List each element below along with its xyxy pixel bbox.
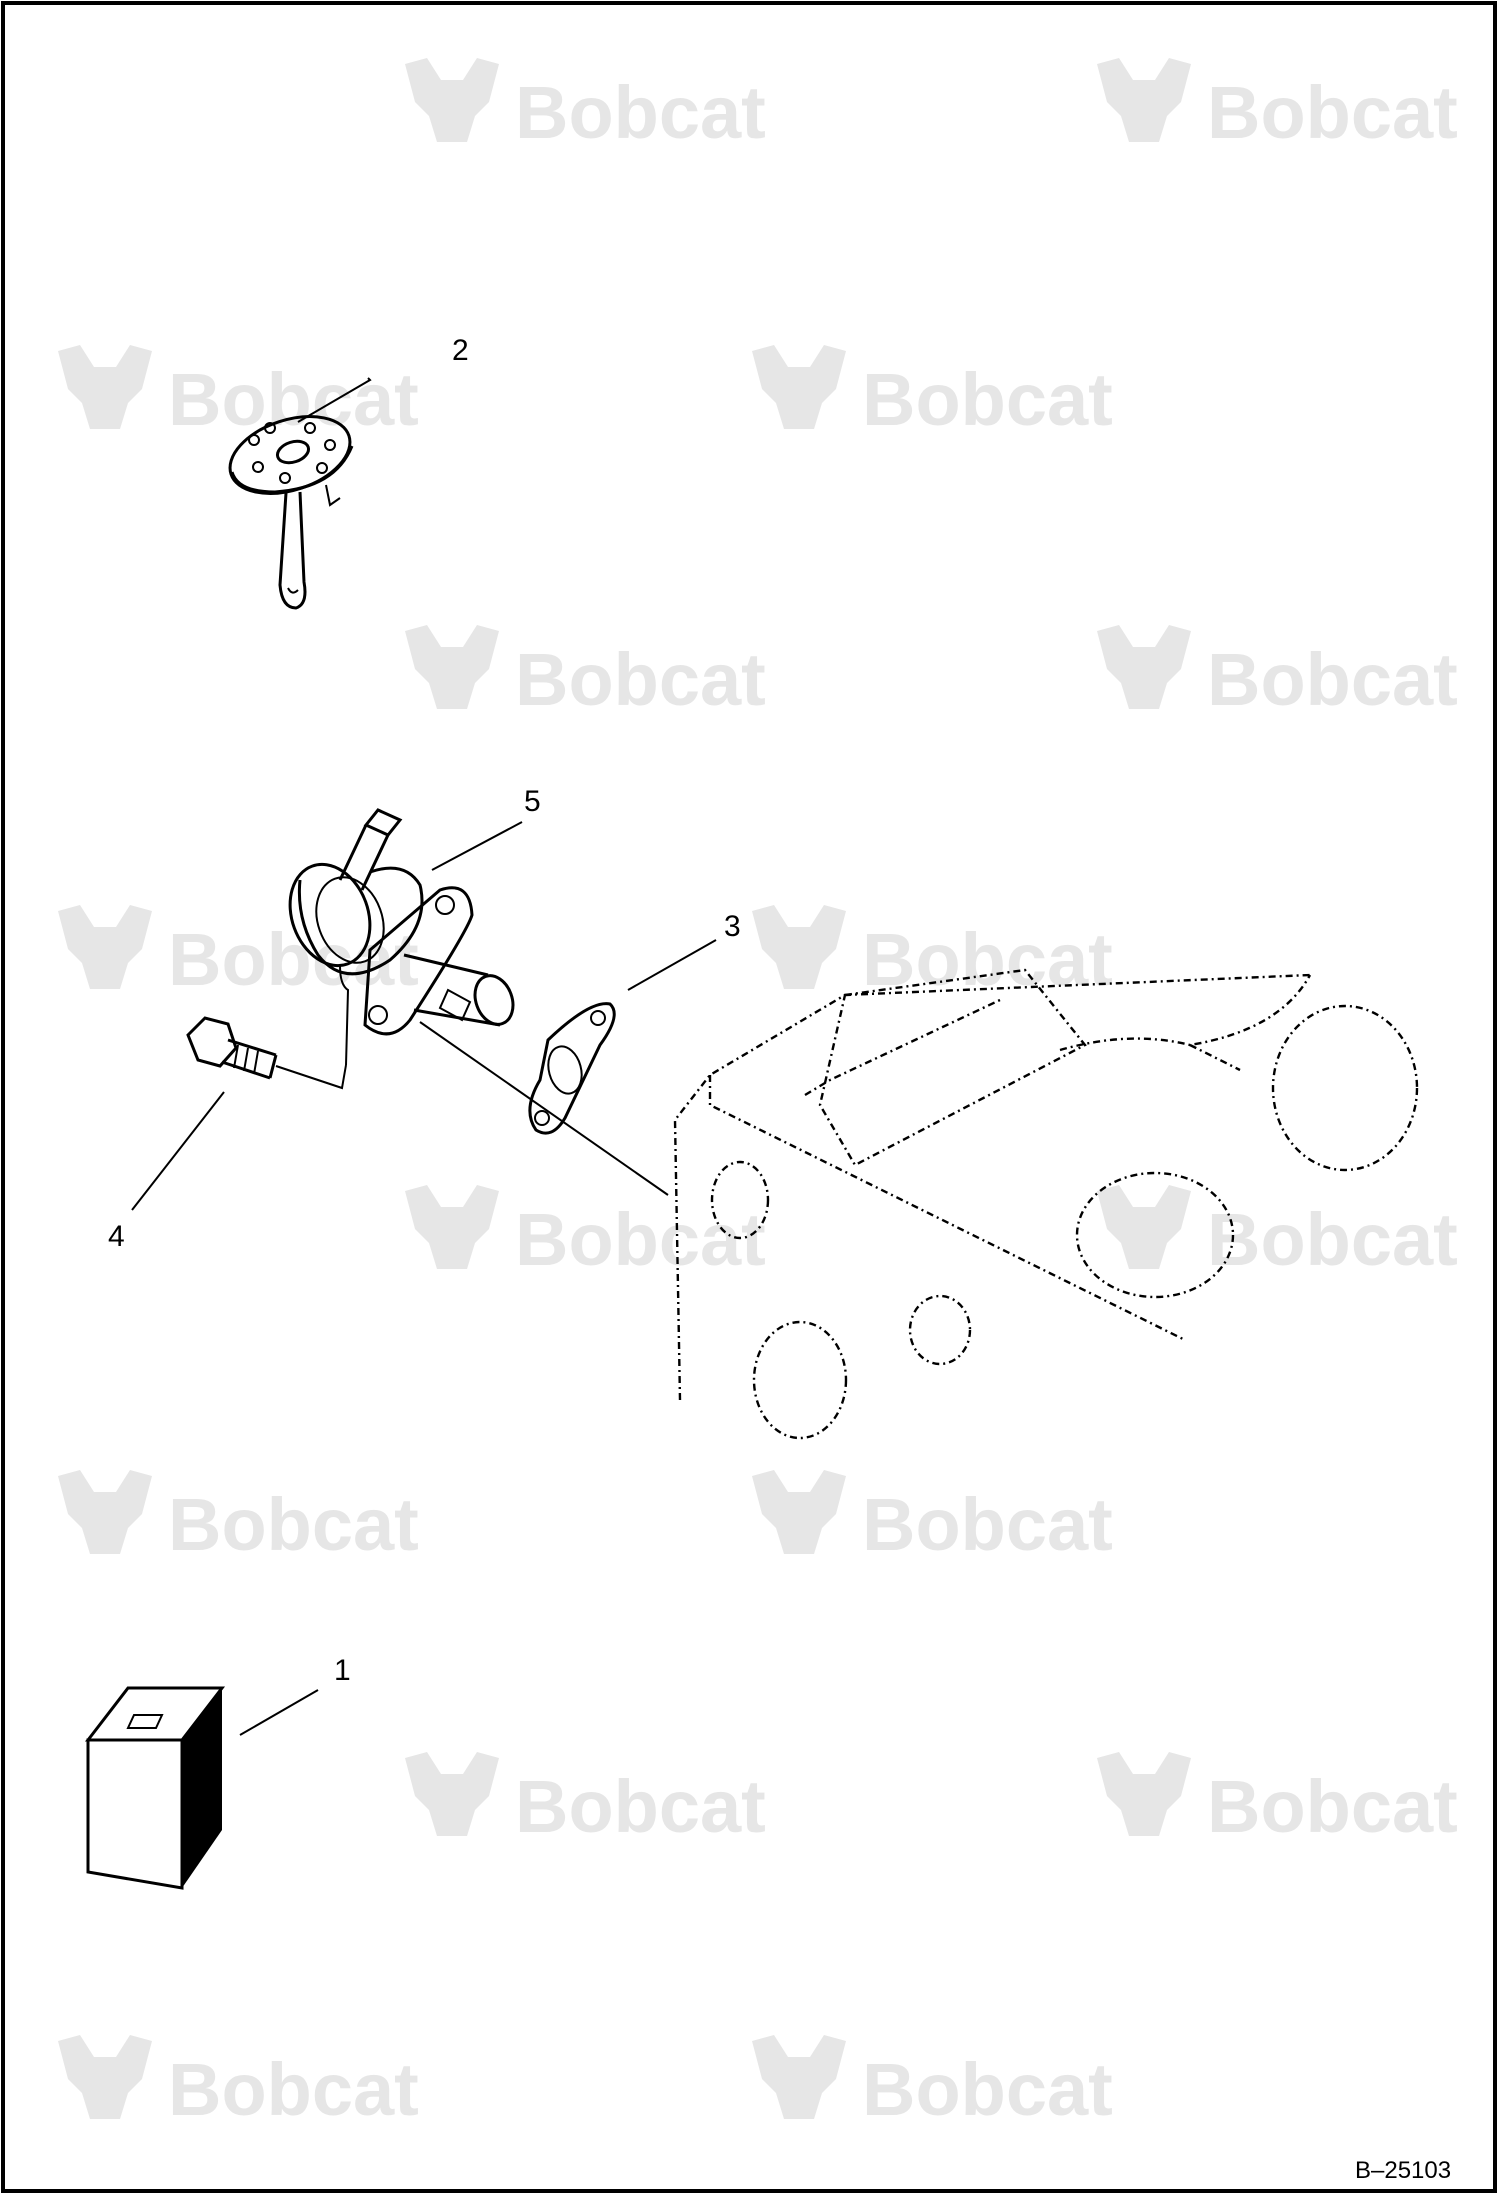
- watermark-brand: Bobcat: [168, 918, 419, 1001]
- leader-line-2: [297, 377, 372, 423]
- watermark-reg: ®: [1094, 972, 1106, 989]
- watermark: Bobcat®: [752, 905, 1113, 1001]
- watermark-brand: Bobcat: [1207, 638, 1458, 721]
- watermark: Bobcat®: [1097, 58, 1458, 154]
- part-4-bolt: [186, 1016, 347, 1090]
- watermark: Bobcat®: [752, 345, 1113, 441]
- watermark-reg: ®: [747, 1252, 759, 1269]
- callout-2: 2: [452, 334, 469, 367]
- watermark: Bobcat®: [58, 1470, 419, 1566]
- watermark-reg: ®: [1094, 1537, 1106, 1554]
- watermark-reg: ®: [1439, 1819, 1451, 1836]
- part-3-gasket: [528, 1002, 616, 1135]
- part-2-plate-assembly: [228, 415, 354, 610]
- watermark-layer: Bobcat® Bobcat® Bobcat® Bobcat® Bobcat® …: [58, 58, 1458, 2131]
- part-5-pump: [288, 808, 515, 1066]
- watermark-brand: Bobcat: [168, 358, 419, 441]
- callout-3: 3: [724, 910, 741, 943]
- callout-4: 4: [108, 1220, 125, 1253]
- leader-line-1: [239, 1689, 319, 1736]
- watermark-brand: Bobcat: [1207, 1198, 1458, 1281]
- watermark-brand: Bobcat: [168, 1483, 419, 1566]
- watermark-reg: ®: [400, 1537, 412, 1554]
- watermark: Bobcat®: [1097, 625, 1458, 721]
- watermark-brand: Bobcat: [515, 1198, 766, 1281]
- watermark: Bobcat®: [752, 1470, 1113, 1566]
- watermark: Bobcat®: [1097, 1752, 1458, 1848]
- watermark: Bobcat®: [405, 625, 766, 721]
- watermark-reg: ®: [1439, 692, 1451, 709]
- watermark-reg: ®: [1439, 125, 1451, 142]
- watermark: Bobcat®: [1097, 1185, 1458, 1281]
- watermark: Bobcat®: [752, 2035, 1113, 2131]
- part-1-kit-box: [84, 1686, 226, 1890]
- watermark: Bobcat®: [405, 58, 766, 154]
- leader-line-5: [431, 821, 523, 871]
- watermark-brand: Bobcat: [862, 358, 1113, 441]
- leader-line-3: [627, 939, 717, 991]
- watermark-reg: ®: [747, 125, 759, 142]
- leader-line-4: [131, 1091, 225, 1211]
- watermark-brand: Bobcat: [515, 638, 766, 721]
- watermark: Bobcat®: [58, 345, 419, 441]
- watermark-brand: Bobcat: [168, 2048, 419, 2131]
- watermark-brand: Bobcat: [1207, 71, 1458, 154]
- watermark-reg: ®: [747, 1819, 759, 1836]
- watermark-reg: ®: [400, 972, 412, 989]
- watermark: Bobcat®: [405, 1752, 766, 1848]
- watermark-brand: Bobcat: [515, 71, 766, 154]
- watermark-reg: ®: [1094, 2102, 1106, 2119]
- watermark: Bobcat®: [405, 1185, 766, 1281]
- watermark-brand: Bobcat: [862, 2048, 1113, 2131]
- watermark-brand: Bobcat: [862, 1483, 1113, 1566]
- watermark: Bobcat®: [58, 2035, 419, 2131]
- watermark-reg: ®: [1439, 1252, 1451, 1269]
- watermark-brand: Bobcat: [1207, 1765, 1458, 1848]
- watermark: Bobcat®: [58, 905, 419, 1001]
- watermark-reg: ®: [400, 412, 412, 429]
- watermark-reg: ®: [1094, 412, 1106, 429]
- watermark-reg: ®: [747, 692, 759, 709]
- watermark-brand: Bobcat: [862, 918, 1113, 1001]
- exploded-axis-line: [419, 1021, 669, 1196]
- callout-1: 1: [334, 1654, 351, 1687]
- document-id: B–25103: [1355, 2157, 1451, 2184]
- callout-5: 5: [524, 785, 541, 818]
- watermark-reg: ®: [400, 2102, 412, 2119]
- watermark-brand: Bobcat: [515, 1765, 766, 1848]
- engine-block-phantom: [673, 968, 1419, 1440]
